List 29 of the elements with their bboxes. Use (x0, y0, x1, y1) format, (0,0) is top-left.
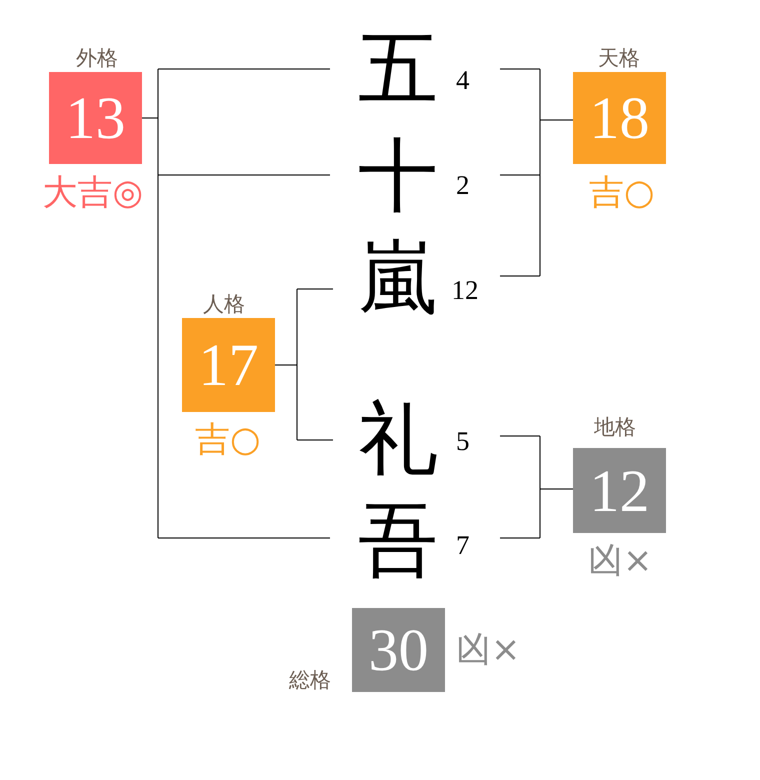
name-character: 吾 (358, 499, 438, 583)
fortune-label: 大吉◎ (42, 173, 144, 213)
fortune-label: 凶× (588, 541, 652, 581)
bracket-connector (500, 68, 574, 276)
score-box: 30 (352, 608, 445, 692)
name-character: 礼 (358, 398, 438, 482)
score-box: 13 (49, 72, 142, 164)
name-character: 十 (358, 135, 438, 219)
grade-label: 人格 (203, 292, 245, 316)
name-character: 嵐 (358, 237, 438, 321)
grade-label: 地格 (594, 415, 636, 439)
stroke-count: 5 (456, 426, 470, 456)
stroke-count: 4 (456, 65, 470, 95)
bracket-connector (500, 436, 574, 538)
stroke-count: 12 (452, 275, 478, 305)
score-box: 18 (573, 72, 666, 164)
fortune-label: 吉○ (195, 420, 261, 460)
grade-label: 外格 (76, 46, 118, 70)
bracket-connector (142, 68, 330, 538)
fortune-label: 吉○ (589, 173, 655, 213)
stroke-count: 2 (456, 170, 470, 200)
stroke-count: 7 (456, 530, 470, 560)
grade-label: 天格 (598, 46, 640, 70)
score-box: 12 (573, 448, 666, 533)
fortune-label: 凶× (456, 630, 520, 670)
score-box: 17 (182, 318, 275, 412)
name-character: 五 (358, 28, 438, 112)
bracket-connector (274, 288, 334, 440)
grade-label: 総格 (289, 668, 331, 692)
